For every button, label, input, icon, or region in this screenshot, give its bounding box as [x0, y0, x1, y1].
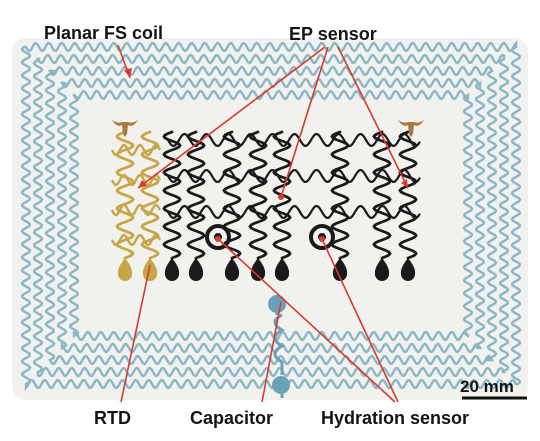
pointer-ep-2 — [280, 46, 329, 198]
ep-mesh-row-2 — [167, 168, 421, 184]
ep-mesh-row-3 — [167, 204, 421, 220]
coil-turn-3 — [44, 65, 498, 366]
rtd-mesh-row-3 — [110, 203, 162, 217]
rtd-pad-2 — [142, 258, 158, 281]
ep-trace-6 — [248, 130, 268, 260]
label-planar-fs-coil: Planar FS coil — [44, 23, 164, 43]
rtd-mesh-row-4 — [110, 233, 162, 247]
ep-trace-4 — [186, 130, 206, 260]
electrode-pad-5 — [224, 258, 240, 281]
electrode-pad-3 — [164, 258, 180, 281]
capacitor-pad-bottom — [272, 376, 290, 394]
rtd-mesh-row-1 — [110, 143, 162, 157]
rtd-mesh-row-2 — [110, 173, 162, 187]
longhorn-logo-icon — [112, 120, 138, 137]
electrode-pad-8 — [332, 258, 348, 281]
electrode-pad-4 — [188, 258, 204, 281]
pointer-capacitor — [261, 301, 282, 403]
electrode-pad-10 — [400, 258, 416, 281]
electrode-pad-7 — [274, 258, 290, 281]
ep-mesh-row-1 — [167, 132, 421, 148]
pointer-ep-1 — [137, 46, 326, 189]
label-hydration-sensor: Hydration sensor — [321, 408, 470, 428]
hydration-trace-5 — [222, 130, 242, 260]
ep-trace-9 — [372, 130, 392, 260]
capacitor — [268, 295, 290, 398]
rtd-pad-1 — [117, 258, 133, 281]
hydration-ring-2 — [309, 224, 335, 250]
pointer-hydration-2 — [321, 238, 399, 403]
coil-turn-1 — [20, 39, 522, 392]
annotation-arrowheads — [124, 68, 408, 242]
ep-trace-10 — [398, 130, 418, 260]
pointer-ep-3 — [337, 46, 409, 189]
coil-turn-5 — [68, 89, 474, 342]
pointer-rtd — [120, 264, 151, 403]
pointer-hydration-1 — [217, 238, 396, 403]
ep-trace-3 — [162, 130, 182, 260]
sensor-array — [110, 130, 421, 281]
label-ep-sensor: EP sensor — [289, 24, 377, 44]
label-capacitor: Capacitor — [190, 408, 274, 428]
coil-turn-2 — [32, 53, 510, 378]
hydration-ring-1 — [205, 224, 231, 250]
annotation-lines — [117, 44, 409, 403]
electrode-pad-6 — [250, 258, 266, 281]
label-scale-bar: 20 mm — [460, 377, 514, 396]
hydration-trace-8 — [330, 130, 350, 260]
longhorn-logo-icon — [398, 120, 424, 137]
electrode-pad-9 — [374, 258, 390, 281]
coil-turn-4 — [56, 77, 486, 354]
capacitor-pad-top — [268, 295, 286, 313]
planar-fs-coil — [20, 39, 522, 392]
label-rtd: RTD — [94, 408, 131, 428]
